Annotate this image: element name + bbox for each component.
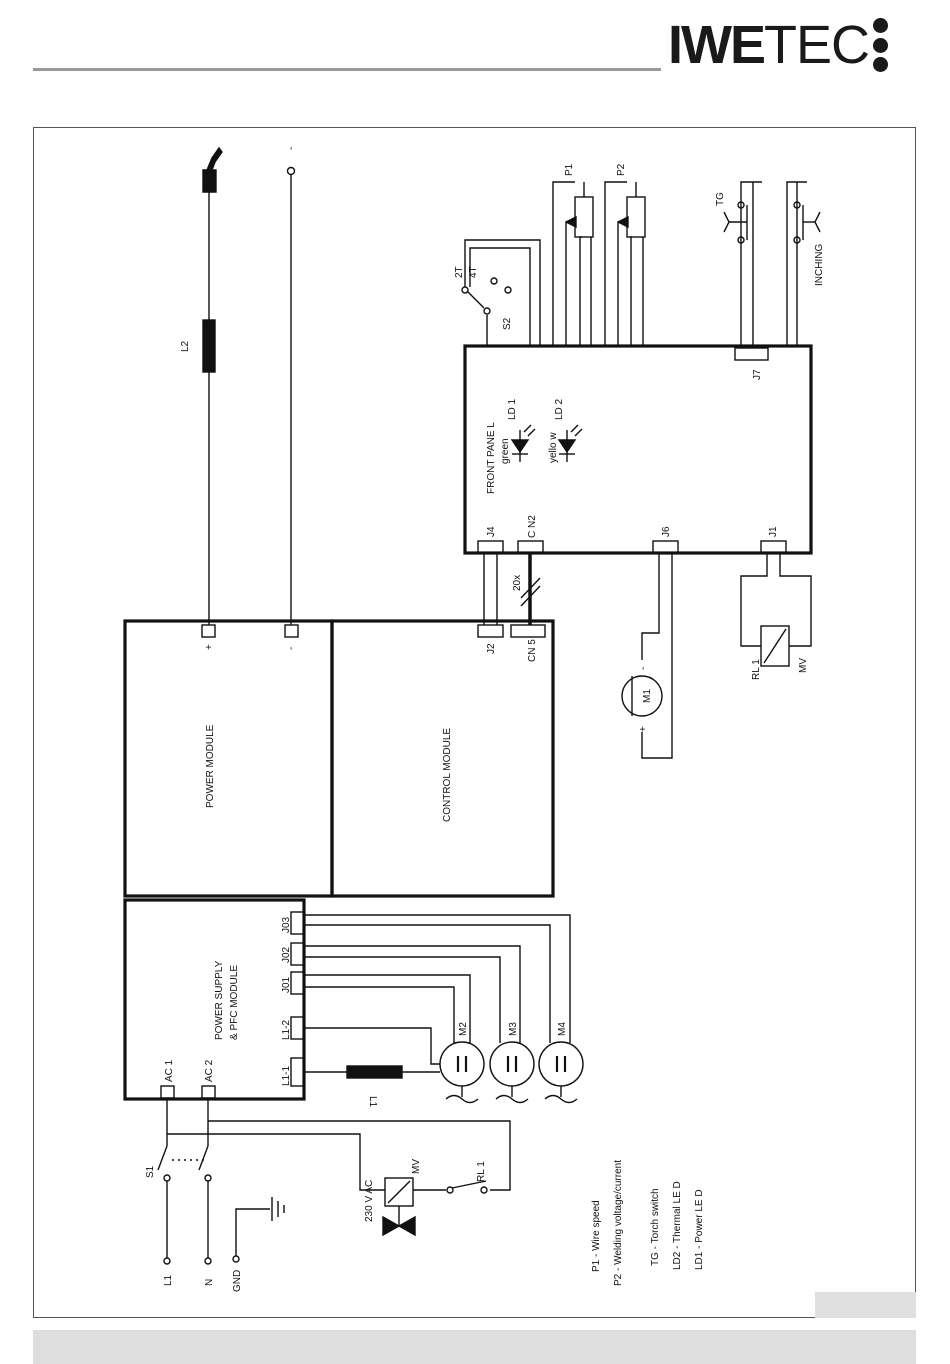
l1-choke-label: L1	[367, 1096, 378, 1108]
psu-label-line2: & PFC MODULE	[229, 965, 240, 1040]
m1-minus-label: -	[638, 667, 649, 670]
m4-fan-icon	[538, 1041, 584, 1087]
s1-label: S1	[145, 1165, 156, 1178]
l2-label: L2	[180, 340, 191, 352]
j01-label: J01	[281, 976, 292, 993]
s2-label: S2	[502, 317, 513, 330]
l12-label: L1-2	[281, 1020, 292, 1040]
m3-fan-icon	[489, 1041, 535, 1087]
rl1-contact-label: RL 1	[476, 1161, 487, 1182]
header-rule	[33, 68, 661, 71]
page-number-box	[815, 1292, 916, 1318]
p2-label: P2	[616, 163, 627, 176]
plus-terminal-label: +	[204, 644, 215, 650]
minus-terminal-label: -	[286, 647, 297, 650]
j03-label: J03	[281, 916, 292, 933]
footer-band	[33, 1330, 916, 1364]
j7-label: J7	[752, 369, 763, 380]
s2-2t-label: 2T	[454, 266, 465, 278]
logo-bold-text: IWE	[668, 15, 766, 75]
output-minus-label: -	[286, 147, 297, 150]
l11-label: L1-1	[281, 1066, 292, 1086]
m2-label: M2	[458, 1022, 469, 1036]
power-module-label: POWER MODULE	[205, 724, 216, 808]
l2-inductor-icon	[202, 319, 216, 373]
m1-label: M1	[642, 689, 653, 703]
logo-dots-icon	[873, 18, 888, 72]
m1-plus-label: +	[638, 726, 649, 732]
m4-label: M4	[557, 1022, 568, 1036]
ld2-color-label: yello w	[548, 432, 559, 463]
inching-label: INCHING	[814, 244, 825, 286]
m2-fan-icon	[439, 1041, 485, 1087]
legend-p2: P2 - Welding voltage/current	[613, 1160, 624, 1286]
wire-count-label: 20x	[512, 575, 523, 591]
j2-label: J2	[486, 643, 497, 654]
j6-label: J6	[661, 526, 672, 537]
psu-label-line1: POWER SUPPLY	[214, 960, 225, 1040]
inching-switch-icon	[814, 211, 821, 233]
legend-ld1: LD1 - Power LE D	[694, 1189, 705, 1270]
diagram-frame	[33, 127, 916, 1318]
j02-label: J02	[281, 946, 292, 963]
tg-label: TG	[715, 192, 726, 206]
l1-choke-icon	[346, 1065, 403, 1079]
psu-module-box	[123, 898, 306, 1101]
p1-label: P1	[564, 163, 575, 176]
voltage-label: 230 V AC	[364, 1180, 375, 1222]
legend-ld2: LD2 - Thermal LE D	[672, 1181, 683, 1270]
logo-light-text: TEC	[764, 15, 870, 75]
n-terminal-label: N	[204, 1279, 215, 1286]
p1-potentiometer-icon	[574, 196, 594, 238]
s2-4t-label: 4T	[468, 266, 479, 278]
gnd-terminal-label: GND	[232, 1270, 243, 1292]
tg-torch-switch-icon	[723, 211, 730, 233]
mv-valve-label: MV	[411, 1159, 422, 1174]
l1-terminal-label: L1	[163, 1274, 174, 1286]
control-module-box	[330, 619, 555, 898]
legend-tg: TG - Torch switch	[650, 1188, 661, 1266]
rl1-relay-coil-icon	[760, 625, 790, 667]
legend-p1: P1 - Wire speed	[591, 1200, 602, 1272]
welding-torch-icon	[202, 169, 217, 193]
ac2-label: AC 2	[204, 1059, 215, 1082]
rl1-label: RL 1	[751, 659, 762, 680]
ac1-label: AC 1	[164, 1059, 175, 1082]
power-module-box	[123, 619, 334, 898]
j1-label: J1	[768, 526, 779, 537]
front-panel-label: FRONT PANE L	[486, 422, 497, 494]
cn5-label: CN 5	[527, 639, 538, 662]
front-panel-box	[463, 344, 813, 555]
ld2-label: LD 2	[554, 398, 565, 420]
ld1-label: LD 1	[507, 398, 518, 420]
j4-label: J4	[486, 526, 497, 537]
m3-label: M3	[508, 1022, 519, 1036]
m1-motor-icon	[621, 675, 663, 717]
cn2-label: C N2	[527, 515, 538, 538]
control-module-label: CONTROL MODULE	[442, 728, 453, 822]
iwetec-logo: IWE TEC	[668, 14, 888, 76]
p2-potentiometer-icon	[626, 196, 646, 238]
mv-relay-label: MV	[798, 658, 809, 673]
ld1-color-label: green	[500, 438, 511, 464]
